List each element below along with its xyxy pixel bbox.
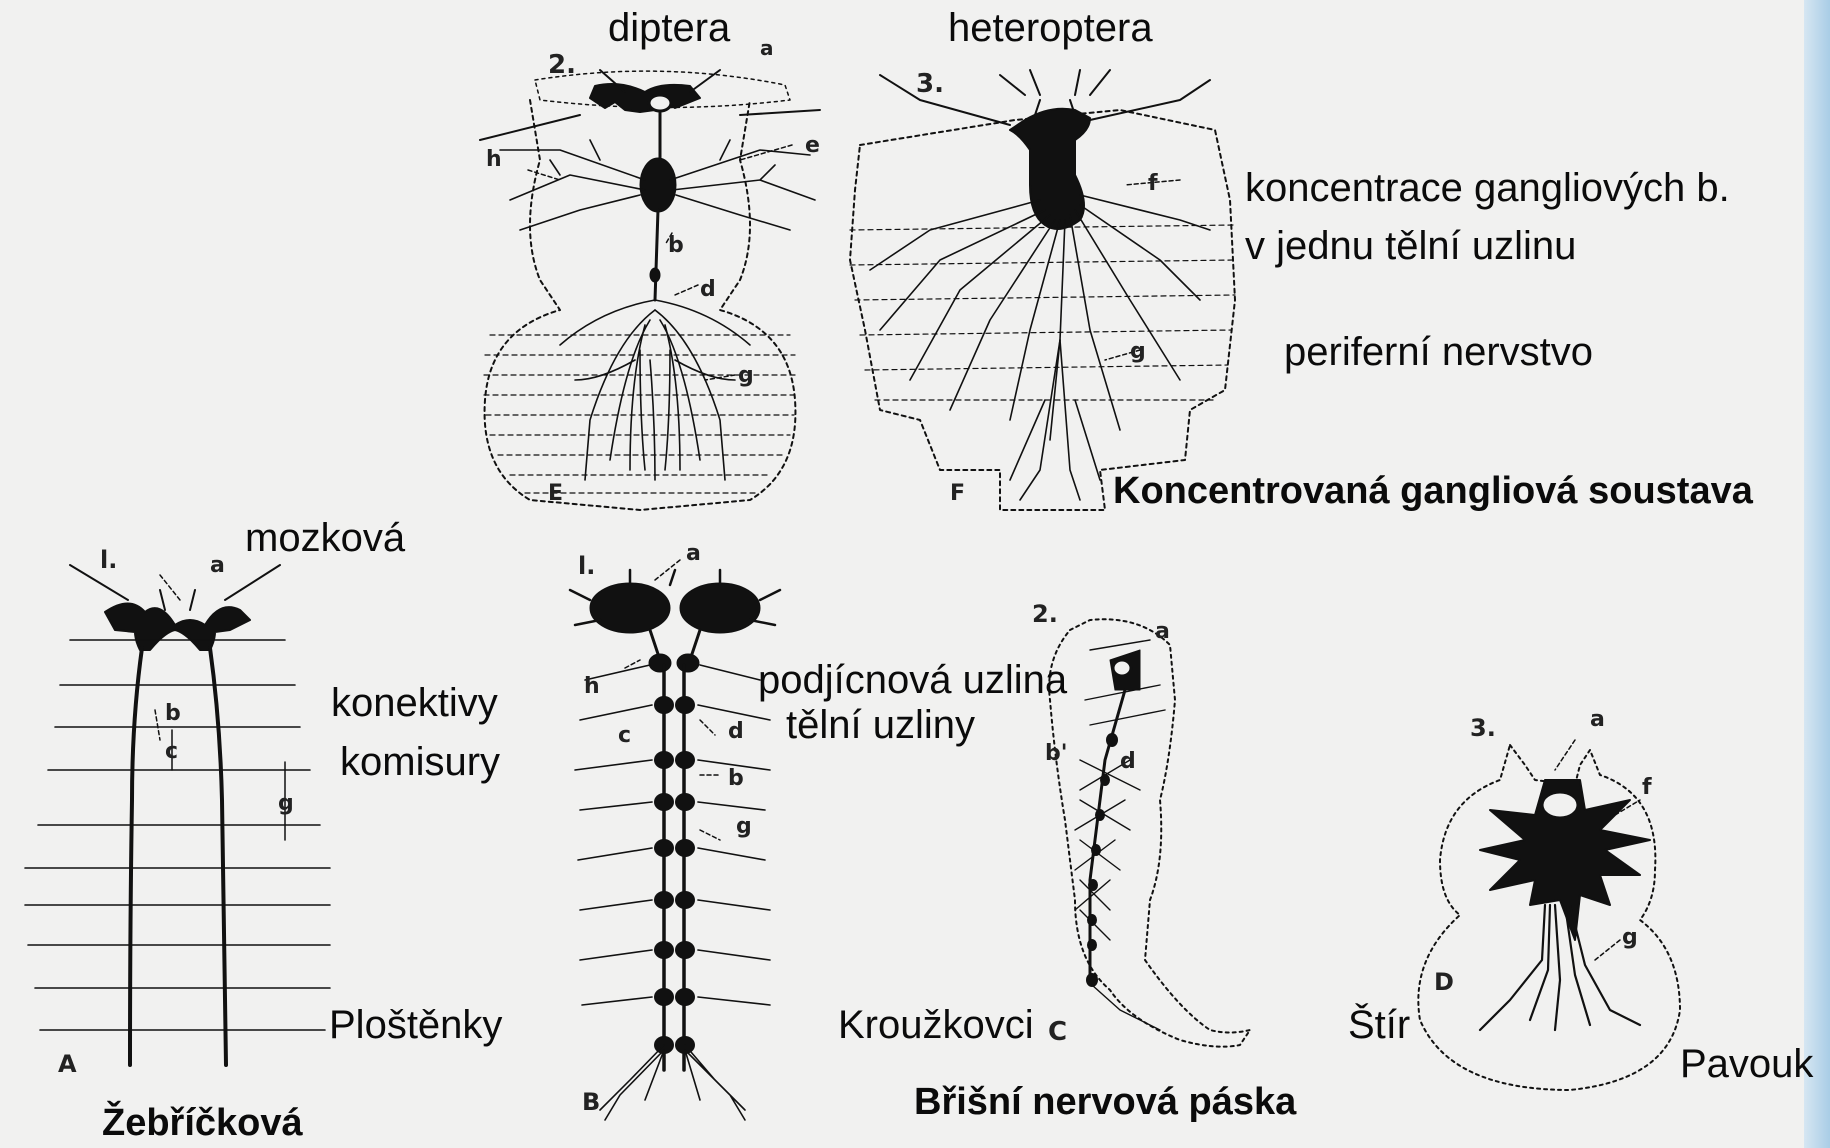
fig-letter-g-b: g [736,814,752,839]
fig-letter-a-b: a [686,541,701,566]
diptera-diagram [480,70,820,510]
fig-letter-F: F [950,481,965,506]
fig-letter-a-c: a [1155,619,1170,644]
label-koncentrace-line1: koncentrace gangliových b. [1245,168,1730,208]
label-diptera: diptera [608,8,730,48]
fig-letter-b-b: b [728,766,744,791]
fig-letter-a-a: a [210,553,225,578]
fig-letter-g-e: g [738,363,754,388]
fig-letter-b-e: b [668,233,684,258]
fig-letter-f-d: f [1642,775,1652,800]
fig-letter-n3-bot: 3. [1470,714,1496,742]
fig-letter-c-a: c [165,739,178,764]
fig-letter-a-d: a [1590,707,1605,732]
fig-letter-C: C [1048,1017,1067,1047]
fig-letter-n1-mid: l. [578,552,595,580]
label-podjicnova: podjícnová uzlina [758,660,1067,700]
fig-letter-h-b: h [584,674,600,699]
fig-letter-g-f: g [1130,339,1146,364]
fig-letter-d-b: d [728,719,744,744]
fig-letter-a-e: a [760,36,774,60]
fig-letter-n1-left: l. [100,546,117,574]
fig-letter-B: B [582,1088,600,1116]
label-periferni: periferní nervstvo [1284,332,1593,372]
fig-letter-n2-top: 2. [548,50,576,80]
label-pavouk: Pavouk [1680,1044,1813,1084]
label-koncentrovana: Koncentrovaná gangliová soustava [1113,472,1753,510]
fig-letter-c-b: c [618,723,631,748]
ganglia-pairs [654,696,695,1054]
fig-letter-n2-bot: 2. [1032,600,1058,628]
label-heteroptera: heteroptera [948,8,1153,48]
label-mozkova: mozková [245,518,405,558]
fig-letter-n3-top: 3. [916,69,944,99]
heteroptera-diagram [850,70,1235,510]
fig-letter-b-prime-c: b' [1045,741,1067,766]
label-konektivy: konektivy [331,683,498,723]
fig-letter-g-d: g [1622,925,1638,950]
fig-letter-d-c: d [1120,749,1136,774]
label-komisury: komisury [340,742,500,782]
fig-letter-f-f: f [1148,171,1158,196]
fig-letter-e-e: e [805,133,820,158]
label-krouzkovci: Kroužkovci [838,1005,1034,1045]
segmented-chain-diagram [1049,619,1250,1046]
fig-letter-D: D [1434,968,1454,996]
fig-letter-b-a: b [165,701,181,726]
label-telni-uzliny: tělní uzliny [786,705,975,745]
label-plostenky: Ploštěnky [329,1005,502,1045]
fig-letter-h-e: h [486,147,502,172]
label-koncentrace-line2: v jednu tělní uzlinu [1245,226,1576,266]
label-stir: Štír [1348,1005,1410,1045]
label-bris-paska: Břišní nervová páska [914,1083,1296,1121]
fig-letter-E: E [548,481,563,506]
annelid-chain-diagram [570,560,780,1120]
fig-letter-A: A [58,1050,77,1078]
spider-diagram [1418,740,1680,1090]
fig-letter-d-e: d [700,277,716,302]
fig-letter-g-a: g [278,791,294,816]
label-zebrickova: Žebříčková [102,1104,303,1142]
